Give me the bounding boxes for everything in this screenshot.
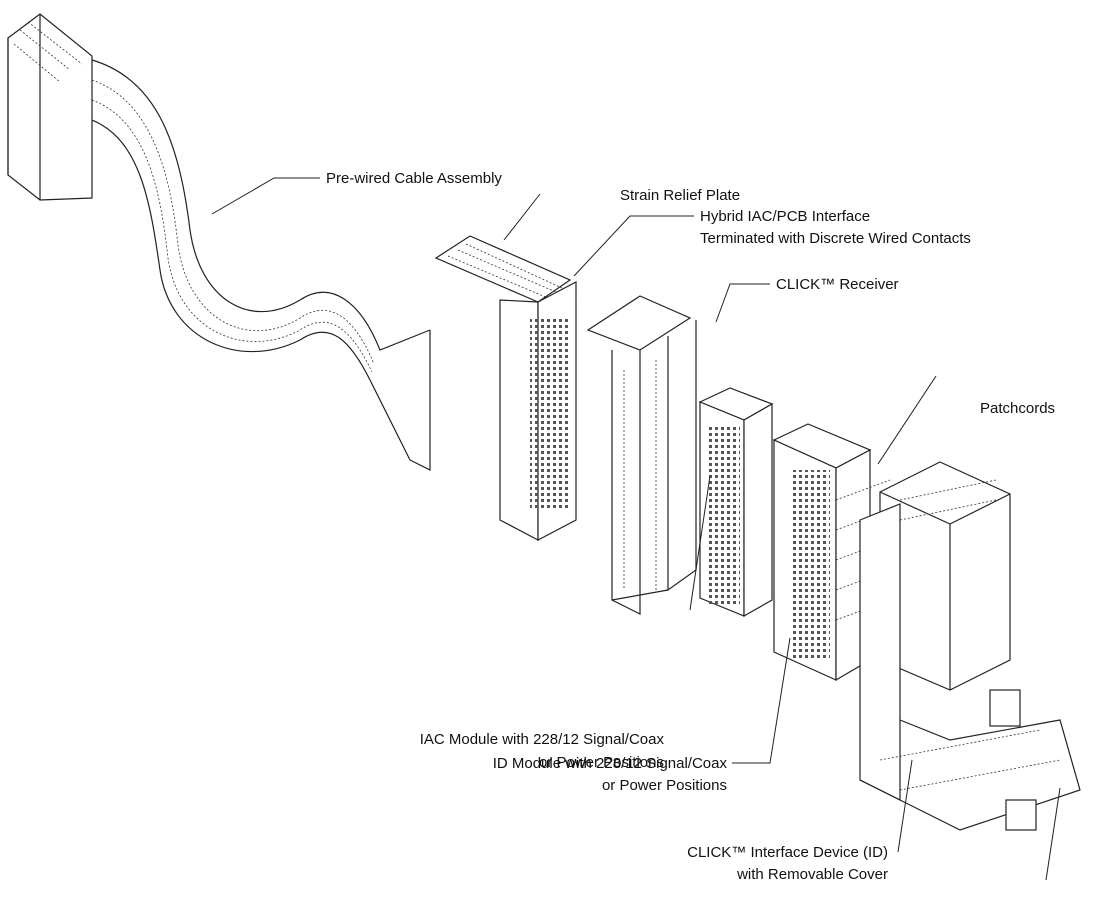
cable-assembly bbox=[7, 13, 431, 471]
click-receiver bbox=[586, 295, 697, 615]
label-cid-line1: CLICK™ Interface Device (ID) bbox=[687, 844, 888, 861]
label-hybrid-line2: Terminated with Discrete Wired Contacts bbox=[700, 230, 971, 247]
label-iac-line2: or Power Positions bbox=[539, 754, 664, 771]
label-patchcords: Patchcords bbox=[980, 400, 1055, 417]
label-cid-line2: with Removable Cover bbox=[736, 866, 888, 883]
label-click-receiver: CLICK™ Receiver bbox=[776, 276, 899, 293]
hybrid-interface-block bbox=[434, 235, 577, 541]
label-strain-relief-plate: Strain Relief Plate bbox=[620, 187, 740, 204]
iac-module bbox=[698, 387, 774, 618]
label-iac-line1: IAC Module with 228/12 Signal/Coax bbox=[420, 731, 665, 748]
label-cable-assembly: Pre-wired Cable Assembly bbox=[326, 170, 502, 187]
click-interface-device bbox=[859, 461, 1081, 831]
label-id-line1: ID Module with 228/12 Signal/Coax bbox=[493, 755, 728, 772]
leader-lines bbox=[211, 177, 1061, 881]
label-hybrid-line1: Hybrid IAC/PCB Interface bbox=[700, 208, 870, 225]
label-id-line2: or Power Positions bbox=[602, 777, 727, 794]
